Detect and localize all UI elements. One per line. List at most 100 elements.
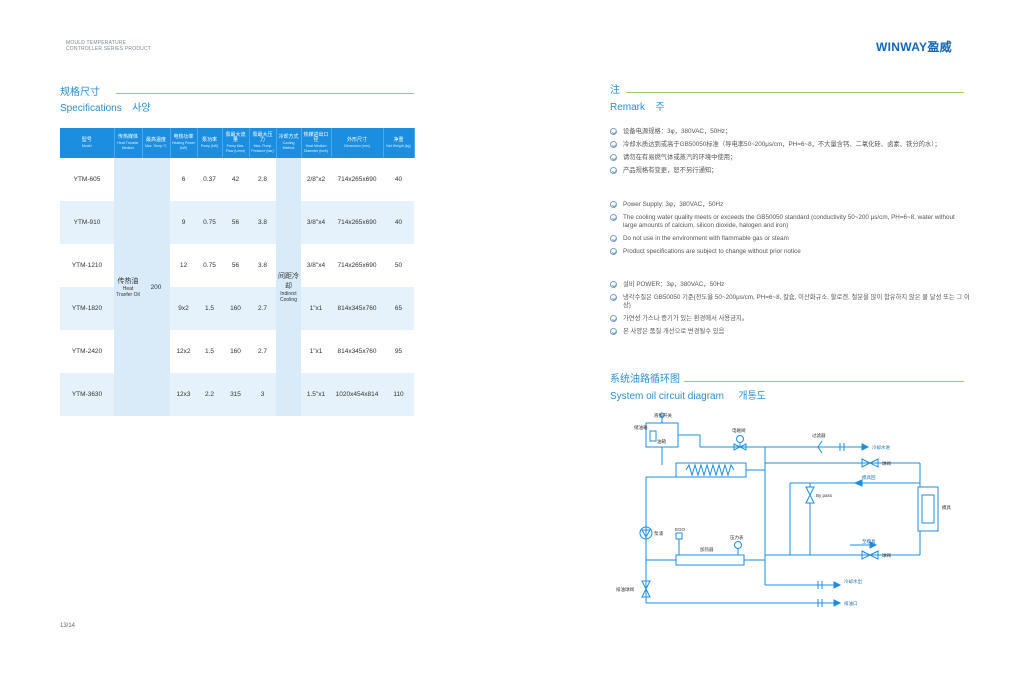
remark-item: 설비 POWER：3φ，380VAC，50Hz xyxy=(610,281,970,289)
remark-en-text: Power Supply: 3φ，380VAC，50Hz xyxy=(623,201,724,208)
remark-kr-text: 가연성 가스나 증기가 있는 환경에서 사용금지。 xyxy=(623,315,749,322)
cell-weight: 40 xyxy=(383,158,414,201)
cell-power: 9 xyxy=(170,201,197,244)
cell-flow: 160 xyxy=(222,330,249,373)
label-oil-supply: 至模具 xyxy=(862,538,876,545)
remark-item: 请勿在有易燃气体或蒸汽的环境中使用； xyxy=(610,154,970,162)
cooling-out-arrow xyxy=(833,581,842,589)
mould-block xyxy=(917,486,939,532)
remark-title-line: Remark 주 xyxy=(610,97,665,115)
return-arrow xyxy=(853,479,863,487)
cell-pressure: 3 xyxy=(249,373,276,416)
cell-pump: 2.2 xyxy=(197,373,222,416)
column-header-zh: 型号 xyxy=(81,136,92,143)
cell-flow: 56 xyxy=(222,201,249,244)
cell-weight: 65 xyxy=(383,287,414,330)
column-header-zh: 外形尺寸 xyxy=(346,136,367,143)
cell-weight: 40 xyxy=(383,201,414,244)
cell-pipe: 2/8"x2 xyxy=(301,158,331,201)
cooling-zh: 间距冷却 xyxy=(278,273,299,290)
heater-block xyxy=(675,554,745,566)
check-circle-icon xyxy=(610,328,617,335)
spec-title-zh: 规格尺寸 xyxy=(60,87,100,98)
remark-en-text: Product specifications are subject to ch… xyxy=(623,248,801,255)
remark-item: Do not use in the environment with flamm… xyxy=(610,235,970,243)
label-return-oil: 模具回 xyxy=(862,474,876,481)
remark-en-text: Do not use in the environment with flamm… xyxy=(623,235,789,242)
column-header-en: Heat Medium Diameter (inch) xyxy=(304,143,328,153)
remark-title-rule xyxy=(626,92,964,93)
diagram-title-en: System oil circuit diagram xyxy=(610,391,724,402)
winway-logo: WINWAY盈威 xyxy=(876,40,952,54)
spec-title-rule xyxy=(116,93,414,94)
pressure-gauge-icon xyxy=(734,541,742,549)
column-header-zh: 冷却方式 xyxy=(278,134,299,140)
tank-gauge-icon xyxy=(649,430,657,442)
label-cooling-in: 冷却水进 xyxy=(872,444,890,451)
column-header-en: Heat Transfer Medium xyxy=(117,141,139,150)
cell-power: 12x2 xyxy=(170,330,197,373)
cell-dim: 1020x454x814 xyxy=(331,373,383,416)
drain-out-arrow xyxy=(833,599,842,607)
cell-pressure: 2.7 xyxy=(249,330,276,373)
check-circle-icon xyxy=(610,201,617,208)
cell-pipe: 1.5"x1 xyxy=(301,373,331,416)
remark-kr-text: 본 사양은 품질 개선으로 변경될수 있음 xyxy=(623,328,725,335)
check-circle-icon xyxy=(610,141,617,148)
subtitle-line-1: MOULD TEMPERATURE xyxy=(66,40,127,46)
column-header-en: Pump (kW) xyxy=(200,143,219,148)
remark-title-zh: 注 xyxy=(610,85,620,96)
column-header-zh: 热媒进出口径 xyxy=(303,131,329,143)
cell-power: 6 xyxy=(170,158,197,201)
remark-item: 가연성 가스나 증기가 있는 환경에서 사용금지。 xyxy=(610,315,970,323)
cell-flow: 56 xyxy=(222,244,249,287)
check-circle-icon xyxy=(610,154,617,161)
cell-model: YTM-910 xyxy=(60,201,114,244)
level-switch-icon xyxy=(659,412,665,418)
cell-pressure: 2.7 xyxy=(249,287,276,330)
remark-item: Product specifications are subject to ch… xyxy=(610,248,970,256)
label-drain-valve: 排油球阀 xyxy=(616,586,634,593)
remark-item: 设备电源规格：3φ，380VAC，50Hz； xyxy=(610,128,970,136)
medium-en: Heat Tranfer Oil xyxy=(116,286,140,298)
check-circle-icon xyxy=(610,128,617,135)
remark-item: Power Supply: 3φ，380VAC，50Hz xyxy=(610,201,970,209)
cell-pump: 1.5 xyxy=(197,287,222,330)
check-circle-icon xyxy=(610,248,617,255)
cell-weight: 50 xyxy=(383,244,414,287)
label-valve-top: 球阀 xyxy=(882,460,891,467)
cell-flow: 160 xyxy=(222,287,249,330)
check-circle-icon xyxy=(610,294,617,301)
check-circle-icon xyxy=(610,167,617,174)
filter-icon xyxy=(817,440,823,448)
column-header-zh: 泵功率 xyxy=(201,136,217,143)
spec-title-en: Specifications xyxy=(60,103,122,114)
supply-arrow xyxy=(869,541,878,549)
remark-zh-text: 产品规格有变更，恕不另行通知； xyxy=(623,167,718,174)
column-header-zh: 传热媒体 xyxy=(117,134,138,140)
spec-title-kr: 사양 xyxy=(132,103,151,114)
label-drain-out: 排油口 xyxy=(844,600,858,607)
solenoid-icon xyxy=(736,435,744,443)
spec-title-line: Specifications 사양 xyxy=(60,98,151,116)
remark-item: 产品规格有变更，恕不另行通知； xyxy=(610,167,970,175)
column-header-en: Net Weight (kg) xyxy=(386,143,411,148)
cell-pump: 1.5 xyxy=(197,330,222,373)
cell-model: YTM-1820 xyxy=(60,287,114,330)
cell-flow: 42 xyxy=(222,158,249,201)
cell-flow: 315 xyxy=(222,373,249,416)
cell-pump: 0.37 xyxy=(197,158,222,201)
column-header-en: Model xyxy=(81,143,92,148)
remark-zh-text: 设备电源规格：3φ，380VAC，50Hz； xyxy=(623,128,732,135)
column-header-zh: 最高温度 xyxy=(145,136,166,143)
